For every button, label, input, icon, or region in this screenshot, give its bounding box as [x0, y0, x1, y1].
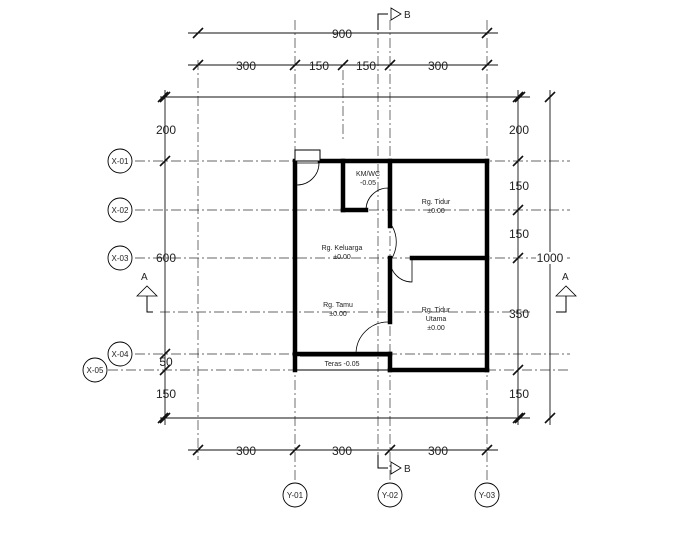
- dim-right-5: 150: [509, 387, 529, 401]
- bubble-x01: [107, 148, 133, 174]
- section-b-bottom-arrow-icon: [390, 461, 402, 475]
- bubble-y01-label: Y-01: [287, 491, 304, 500]
- dim-left-4: 150: [156, 387, 176, 401]
- room-keluarga-level: ±0.00: [333, 254, 351, 261]
- dim-top-seg-2: 150: [309, 59, 329, 73]
- dimension-bottom: 300 300 300: [157, 412, 530, 458]
- door-arc-teras: [355, 321, 389, 355]
- dim-bottom-seg-3: 300: [428, 444, 448, 458]
- bubble-x05: [82, 357, 108, 383]
- room-tamu-level: ±0.00: [329, 311, 347, 318]
- dim-top-seg-3: 150: [356, 59, 376, 73]
- bubble-x01-label: X-01: [112, 157, 129, 166]
- bubble-x04-label: X-04: [112, 350, 129, 359]
- bubble-x03-label: X-03: [112, 254, 129, 263]
- bubble-y02-label: Y-02: [382, 491, 399, 500]
- section-a-left-label: A: [141, 272, 148, 283]
- dim-left-1: 200: [156, 123, 176, 137]
- door-arc-left: [296, 162, 320, 186]
- bubble-x02: [107, 197, 133, 223]
- section-a-right-label: A: [562, 272, 569, 283]
- dim-top-seg-4: 300: [428, 59, 448, 73]
- room-keluarga-name: Rg. Keluarga: [322, 245, 363, 252]
- door-arc-tidur: [391, 225, 397, 259]
- dimension-right: 200 150 150 350 150 1000: [509, 90, 564, 425]
- section-a-left-arrow-icon: [136, 285, 158, 297]
- room-tidur-level: ±0.00: [427, 208, 445, 215]
- room-kmwc-level: -0.05: [360, 180, 376, 187]
- bubble-y01: [282, 482, 308, 508]
- dimension-left: 200 600 50 150: [156, 90, 176, 425]
- bubble-y03: [474, 482, 500, 508]
- grid-bubbles: X-01 X-02 X-03 X-04 X-05 Y-01 Y-02 Y-03: [82, 148, 500, 508]
- dim-right-total: 1000: [537, 251, 564, 265]
- section-a-right-arrow-icon: [555, 285, 577, 297]
- bubble-x05-label: X-05: [87, 366, 104, 375]
- room-tidur-utama-name2: Utama: [426, 316, 447, 323]
- dim-right-1: 200: [509, 123, 529, 137]
- window-frame: [294, 149, 321, 162]
- dim-right-2: 150: [509, 179, 529, 193]
- bubble-y02: [377, 482, 403, 508]
- door-arc-tidur-utama: [389, 259, 413, 283]
- room-tidur-utama-name1: Rg. Tidur: [422, 307, 451, 314]
- bubble-x04: [107, 341, 133, 367]
- dim-top-total: 900: [332, 27, 352, 41]
- door-arc-kmwc: [365, 187, 389, 211]
- doors: [296, 162, 413, 355]
- room-tidur-name: Rg. Tidur: [422, 199, 451, 206]
- dim-left-2: 600: [156, 251, 176, 265]
- dim-bottom-seg-2: 300: [332, 444, 352, 458]
- section-markers: B B A A: [136, 7, 577, 475]
- section-b-top-label: B: [404, 10, 411, 21]
- dim-top-seg-1: 300: [236, 59, 256, 73]
- bubble-y03-label: Y-03: [479, 491, 496, 500]
- bubble-x02-label: X-02: [112, 206, 129, 215]
- room-labels: KM/WC -0.05 Rg. Tidur ±0.00 Rg. Keluarga…: [322, 171, 451, 368]
- room-tidur-utama-level: ±0.00: [427, 325, 445, 332]
- dim-right-4: 350: [509, 307, 529, 321]
- dim-left-3: 50: [159, 355, 173, 369]
- room-tamu-name: Rg. Tamu: [323, 302, 353, 309]
- section-b-bottom-label: B: [404, 464, 411, 475]
- section-b-top-arrow-icon: [390, 7, 402, 21]
- dim-bottom-seg-1: 300: [236, 444, 256, 458]
- room-teras-name: Teras -0.05: [324, 361, 359, 368]
- dim-right-3: 150: [509, 227, 529, 241]
- dimension-top: 900 300 150 150 300: [157, 27, 530, 103]
- bubble-x03: [107, 245, 133, 271]
- room-kmwc-name: KM/WC: [356, 171, 380, 178]
